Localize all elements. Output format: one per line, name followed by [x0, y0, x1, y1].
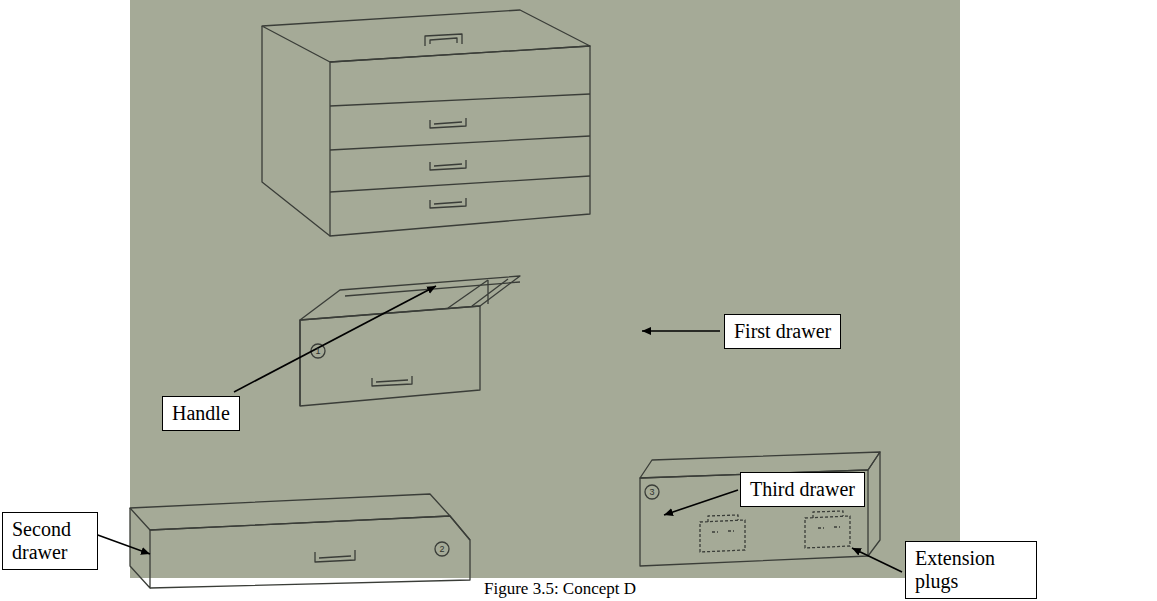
callout-text: Third drawer: [750, 478, 855, 501]
callout-box: Third drawer: [740, 472, 865, 507]
figure-caption: Figure 3.5: Concept D: [480, 579, 640, 599]
callout-box: Handle: [162, 396, 240, 431]
callout-text: First drawer: [734, 320, 831, 343]
callout-box: Second drawer: [2, 512, 98, 570]
pencil-lines: [130, 10, 880, 588]
callout-box: First drawer: [724, 314, 841, 349]
callout-number: 3: [645, 485, 659, 499]
callout-box: Extension plugs: [905, 541, 1037, 599]
callout-number: 1: [311, 344, 325, 358]
callout-text: Extension plugs: [915, 547, 1027, 593]
callout-text: Second drawer: [12, 518, 88, 564]
leader-arrows: [95, 286, 902, 572]
callout-text: Handle: [172, 402, 230, 425]
callout-number: 2: [435, 542, 449, 556]
paper-photo: [130, 0, 960, 578]
